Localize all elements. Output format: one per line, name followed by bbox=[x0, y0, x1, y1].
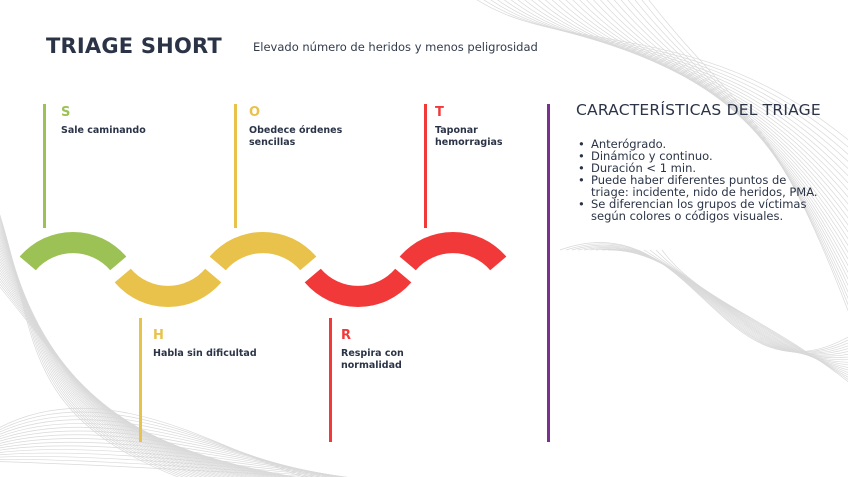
characteristic-item: Se diferencian los grupos de víctimas se… bbox=[578, 198, 818, 222]
step-s-letter: S bbox=[61, 105, 71, 120]
characteristic-item: Duración < 1 min. bbox=[578, 162, 818, 174]
step-t-line bbox=[424, 104, 427, 228]
characteristics-list: Anterógrado. Dinámico y continuo. Duraci… bbox=[578, 138, 818, 222]
step-r-line bbox=[329, 318, 332, 442]
step-r-label: Respira con normalidad bbox=[341, 348, 404, 371]
step-s-line bbox=[43, 104, 46, 228]
arc-t bbox=[399, 231, 507, 271]
page-subtitle: Elevado número de heridos y menos peligr… bbox=[253, 40, 538, 54]
step-o-letter: O bbox=[249, 105, 261, 120]
step-o-line bbox=[234, 104, 237, 228]
arc-h bbox=[114, 268, 222, 308]
arc-o bbox=[209, 231, 317, 271]
characteristics-title: CARACTERÍSTICAS DEL TRIAGE bbox=[576, 101, 821, 119]
arc-r bbox=[304, 268, 412, 308]
step-o-label: Obedece órdenes sencillas bbox=[249, 125, 343, 148]
characteristic-item: Dinámico y continuo. bbox=[578, 150, 818, 162]
step-t-label: Taponar hemorragias bbox=[435, 125, 503, 148]
step-h-letter: H bbox=[153, 328, 164, 343]
page-title: TRIAGE SHORT bbox=[46, 34, 222, 58]
characteristic-item: Anterógrado. bbox=[578, 138, 818, 150]
step-h-line bbox=[139, 318, 142, 442]
characteristic-item: Puede haber diferentes puntos de triage:… bbox=[578, 174, 818, 198]
step-h-label: Habla sin dificultad bbox=[153, 348, 257, 359]
arc-s bbox=[19, 231, 127, 271]
step-r-letter: R bbox=[341, 328, 352, 343]
step-s-label: Sale caminando bbox=[61, 125, 146, 136]
divider-line bbox=[547, 104, 550, 442]
step-t-letter: T bbox=[435, 105, 444, 120]
